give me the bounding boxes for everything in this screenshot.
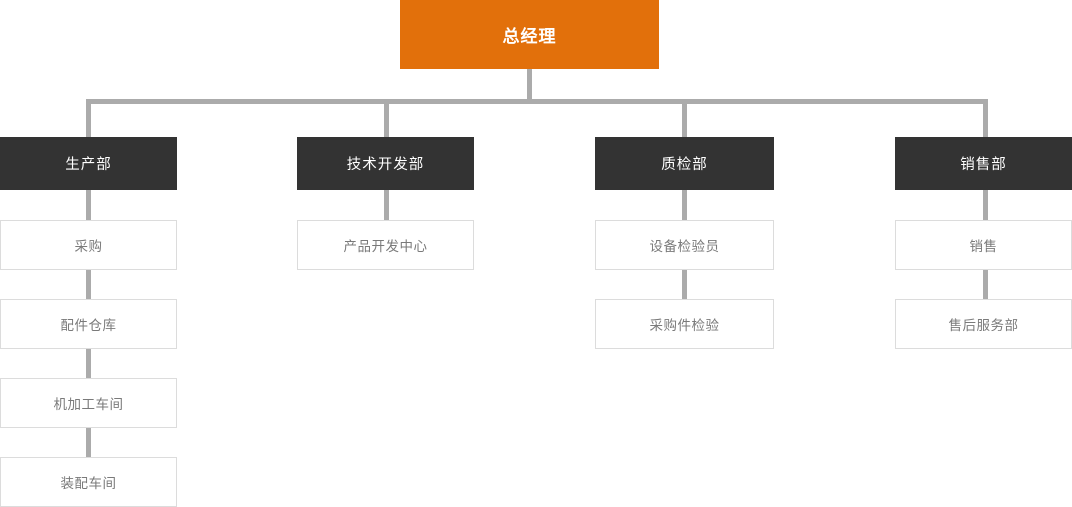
connector-dept1-to-child1 <box>86 190 91 221</box>
node-label: 生产部 <box>65 157 112 173</box>
node-label: 机加工车间 <box>53 397 124 412</box>
node-label: 装配车间 <box>60 476 117 491</box>
node-label: 技术开发部 <box>346 157 425 173</box>
node-label: 配件仓库 <box>60 318 117 333</box>
connector-horizontal-bus <box>86 99 988 104</box>
node-dept-quality-inspection[interactable]: 质检部 <box>595 137 774 190</box>
connector-dept3-child1-to-child2 <box>682 270 687 300</box>
connector-bus-to-dept-3 <box>682 99 687 139</box>
node-sub-purchasing[interactable]: 采购 <box>0 220 177 270</box>
connector-bus-to-dept-1 <box>86 99 91 139</box>
connector-dept4-to-child1 <box>983 190 988 221</box>
connector-dept4-child1-to-child2 <box>983 270 988 300</box>
node-dept-sales[interactable]: 销售部 <box>895 137 1072 190</box>
connector-child2-to-child3 <box>86 349 91 379</box>
node-sub-assembly-workshop[interactable]: 装配车间 <box>0 457 177 507</box>
node-label: 设备检验员 <box>649 239 720 254</box>
connector-bus-to-dept-2 <box>384 99 389 139</box>
node-sub-sales[interactable]: 销售 <box>895 220 1072 270</box>
node-label: 采购 <box>74 239 103 254</box>
connector-root-stem <box>527 69 532 103</box>
node-label: 采购件检验 <box>649 318 720 333</box>
connector-bus-to-dept-4 <box>983 99 988 139</box>
node-root-general-manager[interactable]: 总经理 <box>400 0 659 69</box>
connector-dept3-to-child1 <box>682 190 687 221</box>
node-dept-technology-development[interactable]: 技术开发部 <box>297 137 474 190</box>
node-label: 销售 <box>969 239 998 254</box>
node-label: 售后服务部 <box>948 318 1019 333</box>
node-label: 质检部 <box>661 157 708 173</box>
connector-child3-to-child4 <box>86 428 91 458</box>
node-sub-parts-warehouse[interactable]: 配件仓库 <box>0 299 177 349</box>
node-sub-equipment-inspector[interactable]: 设备检验员 <box>595 220 774 270</box>
connector-child1-to-child2 <box>86 270 91 300</box>
node-label: 总经理 <box>502 27 557 46</box>
node-sub-machining-workshop[interactable]: 机加工车间 <box>0 378 177 428</box>
node-dept-production[interactable]: 生产部 <box>0 137 177 190</box>
node-sub-after-sales-service[interactable]: 售后服务部 <box>895 299 1072 349</box>
node-label: 产品开发中心 <box>343 239 428 254</box>
node-sub-product-development-center[interactable]: 产品开发中心 <box>297 220 474 270</box>
connector-dept2-to-child1 <box>384 190 389 221</box>
node-label: 销售部 <box>960 157 1007 173</box>
node-sub-purchased-parts-inspection[interactable]: 采购件检验 <box>595 299 774 349</box>
